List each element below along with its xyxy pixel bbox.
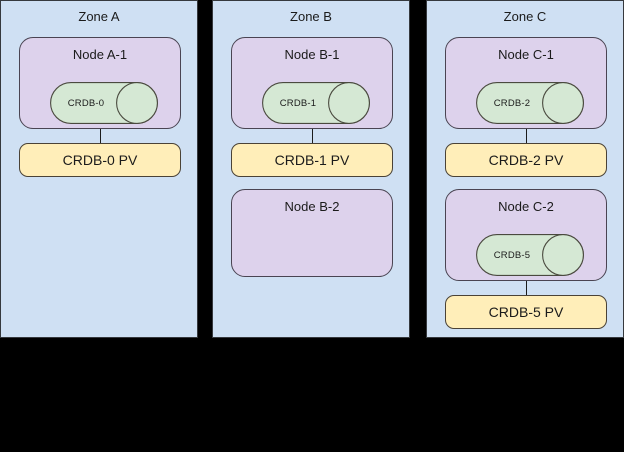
zone-a-label: Zone A — [78, 9, 120, 24]
crdb-5-pv-box: CRDB-5 PV — [445, 295, 607, 329]
crdb-0-pv-box: CRDB-0 PV — [19, 143, 181, 177]
zone-b-label: Zone B — [290, 9, 332, 24]
crdb-1-cylinder: CRDB-1 — [262, 82, 370, 124]
node-a-1-label: Node A-1 — [72, 47, 128, 62]
node-c-2-container: Node C-2 CRDB-5 — [445, 189, 607, 281]
node-b-1-to-crdb-1-pv-connector — [312, 129, 313, 143]
node-b-2-label: Node B-2 — [284, 199, 340, 214]
node-b-1-container: Node B-1 CRDB-1 — [231, 37, 393, 129]
crdb-5-cylinder: CRDB-5 — [476, 234, 584, 276]
crdb-0-cylinder: CRDB-0 — [50, 82, 158, 124]
crdb-1-pv-box: CRDB-1 PV — [231, 143, 393, 177]
node-c-1-container: Node C-1 CRDB-2 — [445, 37, 607, 129]
node-c-1-to-crdb-2-pv-connector — [526, 129, 527, 143]
node-b-1-label: Node B-1 — [284, 47, 340, 62]
node-b-2-container: Node B-2 — [231, 189, 393, 277]
zone-c-label: Zone C — [503, 9, 547, 24]
crdb-2-pv-label: CRDB-2 PV — [488, 151, 564, 168]
crdb-0-pv-label: CRDB-0 PV — [62, 151, 138, 168]
zone-b-container: Zone B Node B-1 CRDB-1 CRDB-1 PV Node B-… — [212, 0, 410, 338]
zone-c-container: Zone C Node C-1 CRDB-2 CRDB-2 PV Node C-… — [426, 0, 624, 338]
crdb-1-pv-label: CRDB-1 PV — [274, 151, 350, 168]
node-c-2-label: Node C-2 — [498, 199, 554, 214]
node-a-1-container: Node A-1 CRDB-0 — [19, 37, 181, 129]
node-a-1-to-crdb-0-pv-connector — [100, 129, 101, 143]
node-c-1-label: Node C-1 — [498, 47, 554, 62]
node-c-2-to-crdb-5-pv-connector — [526, 281, 527, 295]
crdb-5-pv-label: CRDB-5 PV — [488, 303, 564, 320]
crdb-2-pv-box: CRDB-2 PV — [445, 143, 607, 177]
crdb-2-cylinder: CRDB-2 — [476, 82, 584, 124]
zone-a-container: Zone A Node A-1 CRDB-0 CRDB-0 PV — [0, 0, 198, 338]
